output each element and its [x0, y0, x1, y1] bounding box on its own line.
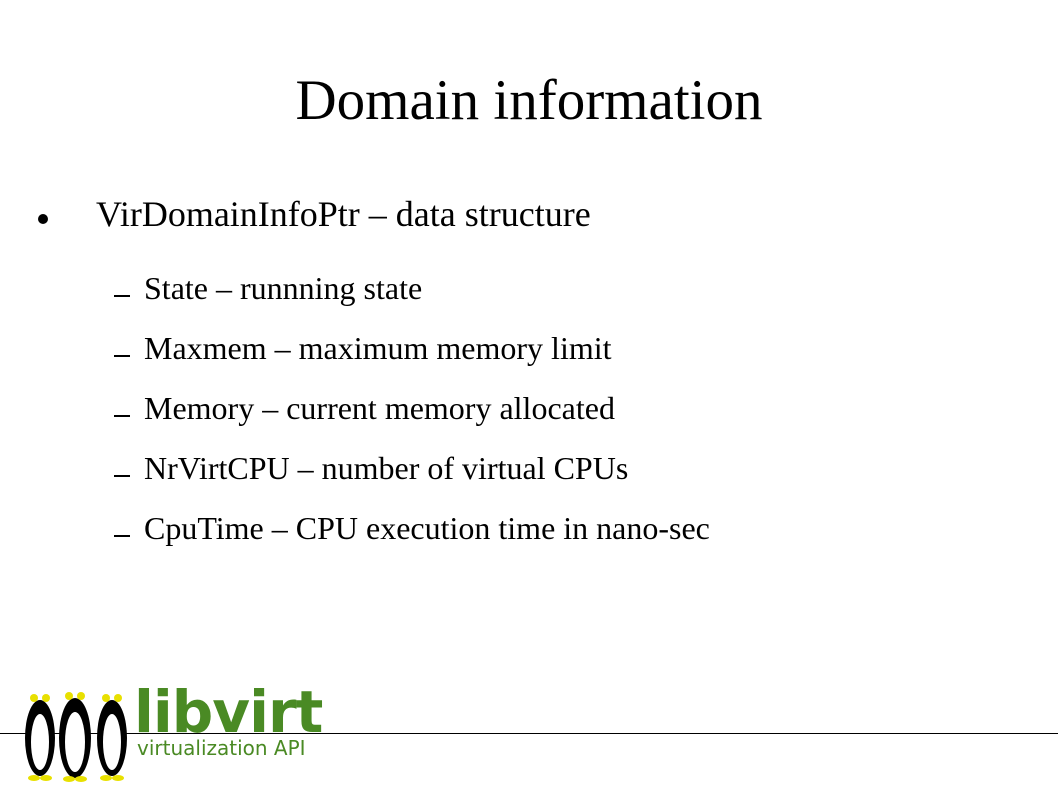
sub-bullet-state: State – runnning state	[114, 258, 710, 318]
footer-rule	[0, 733, 1058, 734]
sub-bullet-text: Memory – current memory allocated	[144, 390, 615, 426]
dash-icon	[114, 415, 130, 417]
sub-bullet-memory: Memory – current memory allocated	[114, 378, 710, 438]
logo-wordmark: libvirt	[134, 678, 323, 746]
sub-bullet-nrvirtcpu: NrVirtCPU – number of virtual CPUs	[114, 438, 710, 498]
dash-icon	[114, 475, 130, 477]
penguins-icon	[25, 692, 127, 782]
sub-bullet-list: State – runnning state Maxmem – maximum …	[114, 258, 710, 558]
sub-bullet-text: State – runnning state	[144, 270, 423, 306]
main-bullet: VirDomainInfoPtr – data structure	[34, 190, 591, 238]
sub-bullet-text: NrVirtCPU – number of virtual CPUs	[144, 450, 629, 486]
dash-icon	[114, 355, 130, 357]
sub-bullet-text: Maxmem – maximum memory limit	[144, 330, 612, 366]
sub-bullet-cputime: CpuTime – CPU execution time in nano-sec	[114, 498, 710, 558]
slide-title: Domain information	[295, 69, 763, 132]
sub-bullet-maxmem: Maxmem – maximum memory limit	[114, 318, 710, 378]
sub-bullet-text: CpuTime – CPU execution time in nano-sec	[144, 510, 710, 546]
dash-icon	[114, 535, 130, 537]
dash-icon	[114, 295, 130, 297]
main-bullet-text: VirDomainInfoPtr – data structure	[96, 194, 591, 234]
logo-tagline: virtualization API	[137, 736, 306, 760]
bullet-dot-icon	[38, 214, 48, 224]
